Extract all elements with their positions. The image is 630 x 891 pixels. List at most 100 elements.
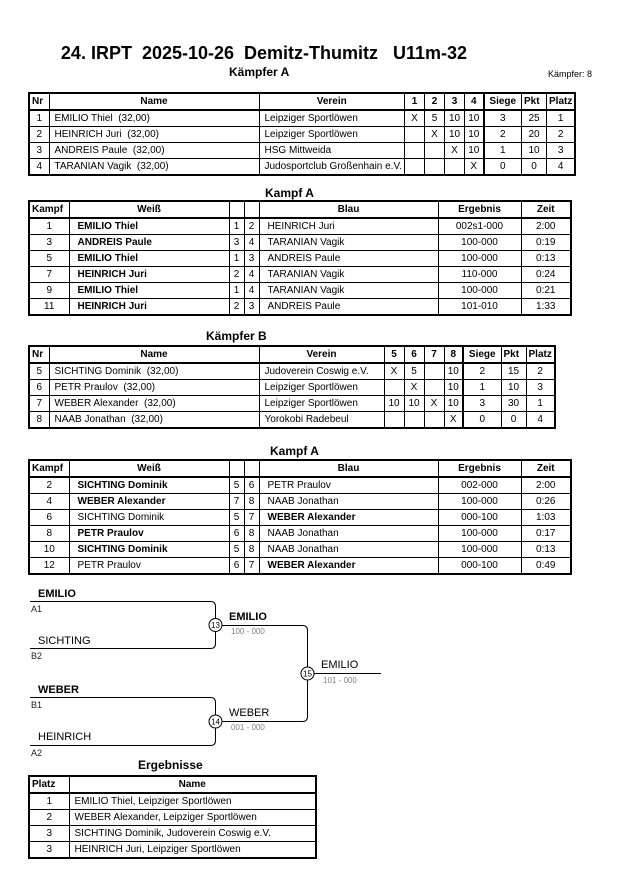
- cell-nr: 5: [28, 362, 50, 380]
- cell-fight-no: 3: [28, 234, 70, 251]
- cell-place: 3: [28, 825, 70, 842]
- bracket-slot-tag: B2: [31, 651, 43, 661]
- cell-white-nr: 1: [228, 250, 245, 267]
- cell-r2: [424, 142, 445, 159]
- cell-fight-no: 10: [28, 541, 70, 558]
- cell-r1: 10: [383, 395, 405, 412]
- cell-wins: 2: [462, 362, 502, 380]
- cell-blue-nr: 3: [243, 250, 260, 267]
- cell-fight-no: 8: [28, 525, 70, 542]
- cell-time: 0:19: [520, 234, 572, 251]
- cell-time: 0:24: [520, 266, 572, 283]
- cell-name: WEBER Alexander (32,00): [48, 395, 260, 412]
- cell-time: 2:00: [520, 476, 572, 494]
- pool-row: 5 SICHTING Dominik (32,00) Judoverein Co…: [28, 362, 556, 380]
- cell-fight-no: 6: [28, 509, 70, 526]
- cell-blue-name: TARANIAN Vagik: [258, 266, 439, 283]
- cell-blue-nr: 3: [243, 298, 260, 316]
- pool-row: 3 ANDREIS Paule (32,00) HSG Mittweida X …: [28, 142, 576, 159]
- cell-r2: [403, 411, 425, 429]
- col-header-nr: Nr: [28, 345, 50, 364]
- cell-points: 0: [521, 158, 547, 176]
- cell-wins: 2: [482, 126, 522, 143]
- cell-r3: [444, 158, 465, 176]
- col-header-blue-nr: [244, 459, 260, 478]
- cell-white-name: EMILIO Thiel: [68, 282, 230, 299]
- cell-fight-no: 2: [28, 476, 70, 494]
- cell-name: PETR Praulov (32,00): [48, 379, 260, 396]
- cell-white-nr: 6: [228, 525, 245, 542]
- cell-r1: [404, 126, 425, 143]
- cell-place: 3: [28, 841, 70, 859]
- cell-points: 20: [521, 126, 547, 143]
- cell-blue-nr: 4: [243, 282, 260, 299]
- cell-r1: [383, 379, 405, 396]
- fight-row: 3 ANDREIS Paule 3 4 TARANIAN Vagik 100-0…: [28, 234, 572, 251]
- cell-club: HSG Mittweida: [258, 142, 405, 159]
- pool-row: 4 TARANIAN Vagik (32,00) Judosportclub G…: [28, 158, 576, 176]
- cell-blue-name: ANDREIS Paule: [258, 250, 439, 267]
- col-header-1: 1: [404, 92, 425, 111]
- bracket-match-winner: EMILIO: [321, 659, 359, 671]
- bracket-slot-name: SICHTING: [38, 635, 91, 647]
- cell-result: 100-000: [437, 234, 522, 251]
- bracket-lines: [30, 601, 381, 746]
- cell-place: 3: [546, 142, 576, 159]
- cell-wins: 1: [462, 379, 502, 396]
- cell-blue-name: NAAB Jonathan: [258, 493, 439, 510]
- cell-r4: X: [464, 158, 484, 176]
- cell-result: 100-000: [437, 541, 522, 558]
- cell-time: 0:49: [520, 557, 572, 575]
- cell-r3: X: [423, 395, 445, 412]
- cell-r4: 10: [443, 395, 464, 412]
- cell-blue-name: WEBER Alexander: [258, 557, 439, 575]
- cell-name: NAAB Jonathan (32,00): [48, 411, 260, 429]
- cell-white-nr: 3: [228, 234, 245, 251]
- cell-nr: 3: [28, 142, 50, 159]
- cell-place: 4: [525, 411, 556, 429]
- fight-row: 2 SICHTING Dominik 5 6 PETR Praulov 002-…: [28, 476, 572, 494]
- cell-result: 100-000: [437, 282, 522, 299]
- cell-r3: 10: [444, 126, 465, 143]
- match-13-circle: [208, 618, 223, 632]
- cell-place: 2: [525, 362, 556, 380]
- fight-row: 5 EMILIO Thiel 1 3 ANDREIS Paule 100-000…: [28, 250, 572, 267]
- cell-blue-name: TARANIAN Vagik: [258, 234, 439, 251]
- cell-result: 100-000: [437, 493, 522, 510]
- pool-row: 8 NAAB Jonathan (32,00) Yorokobi Radebeu…: [28, 411, 556, 429]
- cell-fight-no: 11: [28, 298, 70, 316]
- col-header-points: Pkt: [521, 92, 547, 111]
- col-header-points: Pkt: [501, 345, 527, 364]
- pool-b-table: Nr Name Verein 5 6 7 8 Siege Pkt Platz 5…: [28, 345, 556, 429]
- cell-r3: [423, 379, 445, 396]
- bracket-match-result: 100 - 000: [231, 627, 265, 636]
- cell-blue-name: NAAB Jonathan: [258, 541, 439, 558]
- cell-blue-nr: 7: [243, 509, 260, 526]
- col-header-place: Platz: [526, 345, 556, 364]
- col-header-place: Platz: [546, 92, 576, 111]
- cell-name: EMILIO Thiel (32,00): [48, 109, 260, 127]
- bracket-slot-name: WEBER: [38, 684, 79, 696]
- result-row: 2 WEBER Alexander, Leipziger Sportlöwen: [28, 809, 317, 826]
- cell-points: 30: [500, 395, 527, 412]
- cell-fight-no: 1: [28, 217, 70, 235]
- section-heading-pool-b: Kämpfer B: [206, 329, 267, 343]
- cell-fight-no: 12: [28, 557, 70, 575]
- cell-name: TARANIAN Vagik (32,00): [48, 158, 260, 176]
- cell-white-nr: 5: [228, 509, 245, 526]
- cell-white-name: ANDREIS Paule: [68, 234, 230, 251]
- match-14-number: 14: [211, 718, 220, 727]
- col-header-result: Ergebnis: [438, 459, 522, 478]
- col-header-white-nr: [229, 459, 245, 478]
- pool-a-table: Nr Name Verein 1 2 3 4 Siege Pkt Platz 1…: [28, 92, 577, 176]
- cell-club: Judoverein Coswig e.V.: [258, 362, 385, 380]
- cell-club: Leipziger Sportlöwen: [258, 395, 385, 412]
- col-header-name: Name: [48, 92, 260, 111]
- cell-white-name: WEBER Alexander: [68, 493, 230, 510]
- header-row: Kampf Weiß Blau Ergebnis Zeit: [28, 459, 572, 478]
- cell-r2: [424, 158, 445, 176]
- cell-club: Leipziger Sportlöwen: [258, 109, 405, 127]
- col-header-blue: Blau: [259, 200, 439, 219]
- cell-r2: 10: [403, 395, 425, 412]
- col-header-time: Zeit: [521, 200, 572, 219]
